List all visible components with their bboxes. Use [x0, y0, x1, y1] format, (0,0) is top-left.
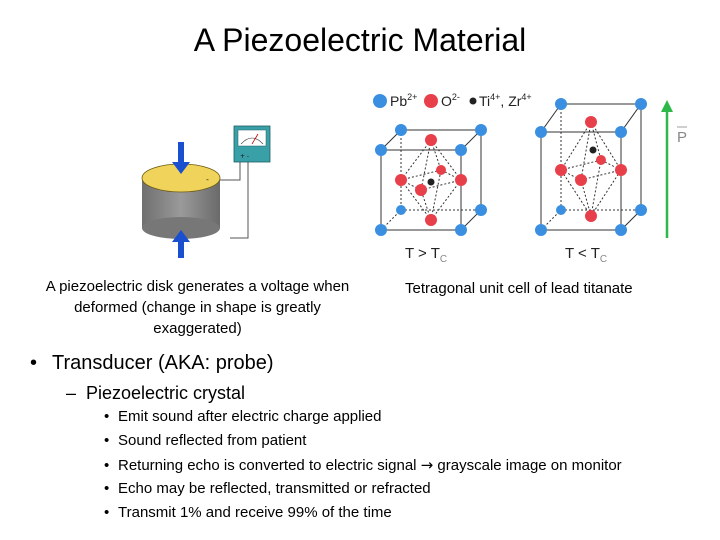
svg-text:O2-: O2-: [441, 92, 460, 109]
slide-title: A Piezoelectric Material: [193, 22, 527, 58]
polarization-arrow-icon: P: [661, 100, 687, 238]
cubic-atoms: [375, 124, 487, 236]
legend-o: O: [441, 93, 452, 109]
tetragonal-atoms: [535, 98, 647, 236]
bullet-dot-icon: •: [104, 457, 110, 474]
legend-ti: Ti: [479, 93, 490, 109]
label-t-low: T < TC: [565, 245, 607, 265]
compress-arrow-top: [172, 142, 190, 174]
unit-cell-figure: Pb2+ O2- Ti4+, Zr4+ T > TC: [373, 92, 687, 265]
bullet-dot-icon: •: [104, 480, 110, 497]
list-item: •Echo may be reflected, transmitted or r…: [104, 480, 431, 497]
legend-pb-swatch: [373, 94, 387, 108]
bullet-dot-icon: •: [104, 432, 110, 449]
bullet-level1: •Transducer (AKA: probe): [30, 352, 274, 374]
disk-caption: A piezoelectric disk generates a voltage…: [45, 278, 350, 337]
bullet-dot-icon: •: [104, 408, 110, 425]
dash-icon: –: [66, 383, 77, 403]
list-item: •Emit sound after electric charge applie…: [104, 408, 382, 425]
legend: Pb2+ O2- Ti4+, Zr4+: [373, 92, 532, 109]
legend-pb: Pb: [390, 93, 407, 109]
svg-text:Ti4+, Zr4+: Ti4+, Zr4+: [479, 92, 532, 109]
unit-cell-caption: Tetragonal unit cell of lead titanate: [405, 280, 633, 297]
svg-text:Pb2+: Pb2+: [390, 92, 417, 109]
list-item: •Sound reflected from patient: [104, 432, 307, 449]
label-t-high: T > TC: [405, 245, 447, 265]
legend-o-swatch: [424, 94, 438, 108]
svg-text:+ -: + -: [240, 153, 249, 160]
bullet-dot-icon: •: [104, 504, 110, 521]
list-item: •Returning echo is converted to electric…: [104, 456, 622, 474]
bullet-list-level3: •Emit sound after electric charge applie…: [104, 407, 622, 527]
legend-ti-swatch: [469, 97, 477, 105]
wire: [230, 158, 249, 239]
disk-bottom: [142, 217, 220, 239]
bullet-dot-icon: •: [30, 352, 38, 374]
voltmeter-icon: + -: [233, 125, 271, 163]
compress-arrow-bottom: [172, 230, 190, 258]
list-item: •Transmit 1% and receive 99% of the time: [104, 504, 392, 521]
piezo-disk-figure: - + -: [141, 125, 271, 258]
right-arrow-icon: →: [420, 456, 434, 474]
bullet-level2: –Piezoelectric crystal: [66, 383, 246, 403]
minus-sign: -: [206, 175, 209, 184]
polarization-label: P: [677, 129, 687, 146]
